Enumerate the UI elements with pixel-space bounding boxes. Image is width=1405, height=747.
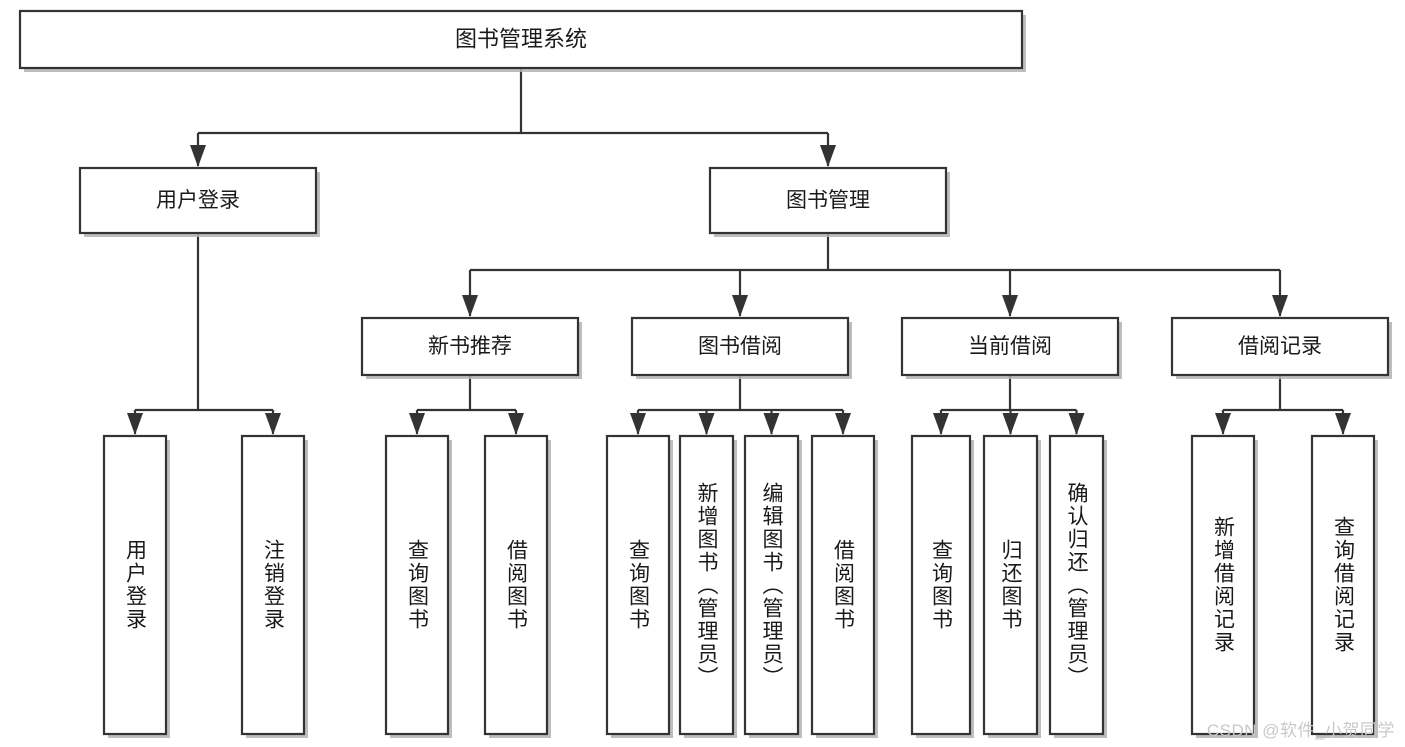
arrow-head-icon-leaf-7 [835, 413, 851, 435]
arrow-head-icon-l3-2 [1002, 295, 1018, 317]
node-root-book-management-system[interactable] [18, 9, 1024, 70]
node-leaf-7[interactable] [810, 434, 876, 736]
node-level2-label-1: 图书管理 [786, 189, 870, 212]
arrow-head-icon-leaf-12 [1335, 413, 1351, 435]
node-leaf-1[interactable] [240, 434, 306, 736]
node-level3-2[interactable] [900, 316, 1120, 377]
arrow-head-icon-leaf-4 [630, 413, 646, 435]
node-level3-3[interactable] [1170, 316, 1390, 377]
node-leaf-2[interactable] [384, 434, 450, 736]
arrow-head-icon-leaf-9 [1002, 413, 1019, 435]
arrow-head-icon-l2-0 [190, 145, 206, 167]
node-level3-label-0: 新书推荐 [428, 335, 512, 358]
node-leaf-4[interactable] [605, 434, 671, 736]
node-leaf-0[interactable] [102, 434, 168, 736]
arrow-head-icon-l3-1 [732, 295, 748, 317]
node-leaf-6[interactable] [743, 434, 800, 736]
arrow-head-icon-leaf-2 [409, 413, 425, 435]
arrow-head-icon-leaf-8 [933, 413, 949, 435]
arrow-head-icon-l3-0 [462, 295, 478, 317]
node-level3-label-2: 当前借阅 [968, 335, 1052, 358]
node-level3-1[interactable] [630, 316, 850, 377]
node-leaf-11[interactable] [1190, 434, 1256, 736]
arrow-head-icon-leaf-11 [1215, 413, 1231, 435]
node-leaf-5[interactable] [678, 434, 735, 736]
node-level2-0[interactable] [78, 166, 318, 235]
node-level3-label-1: 图书借阅 [698, 335, 782, 358]
boxes-layer [18, 9, 1392, 738]
node-leaf-12[interactable] [1310, 434, 1376, 736]
node-level3-label-3: 借阅记录 [1238, 335, 1322, 358]
arrow-head-icon-leaf-10 [1068, 413, 1085, 435]
node-level2-label-0: 用户登录 [156, 189, 240, 212]
node-level3-0[interactable] [360, 316, 580, 377]
node-level2-1[interactable] [708, 166, 948, 235]
node-leaf-3[interactable] [483, 434, 549, 736]
node-leaf-9[interactable] [982, 434, 1039, 736]
arrow-head-icon-l2-1 [820, 145, 836, 167]
node-root-label: 图书管理系统 [455, 26, 587, 51]
arrow-head-icon-l3-3 [1272, 295, 1288, 317]
arrow-head-icon-leaf-6 [763, 413, 780, 435]
arrow-head-icon-leaf-0 [127, 413, 143, 435]
arrow-head-icon-leaf-3 [508, 413, 524, 435]
edges-layer [127, 68, 1351, 435]
node-leaf-8[interactable] [910, 434, 972, 736]
watermark-text: CSDN @软件_小贺同学 [1206, 721, 1395, 740]
arrow-head-icon-leaf-1 [265, 413, 281, 435]
node-leaf-10[interactable] [1048, 434, 1105, 736]
arrow-head-icon-leaf-5 [698, 413, 715, 435]
